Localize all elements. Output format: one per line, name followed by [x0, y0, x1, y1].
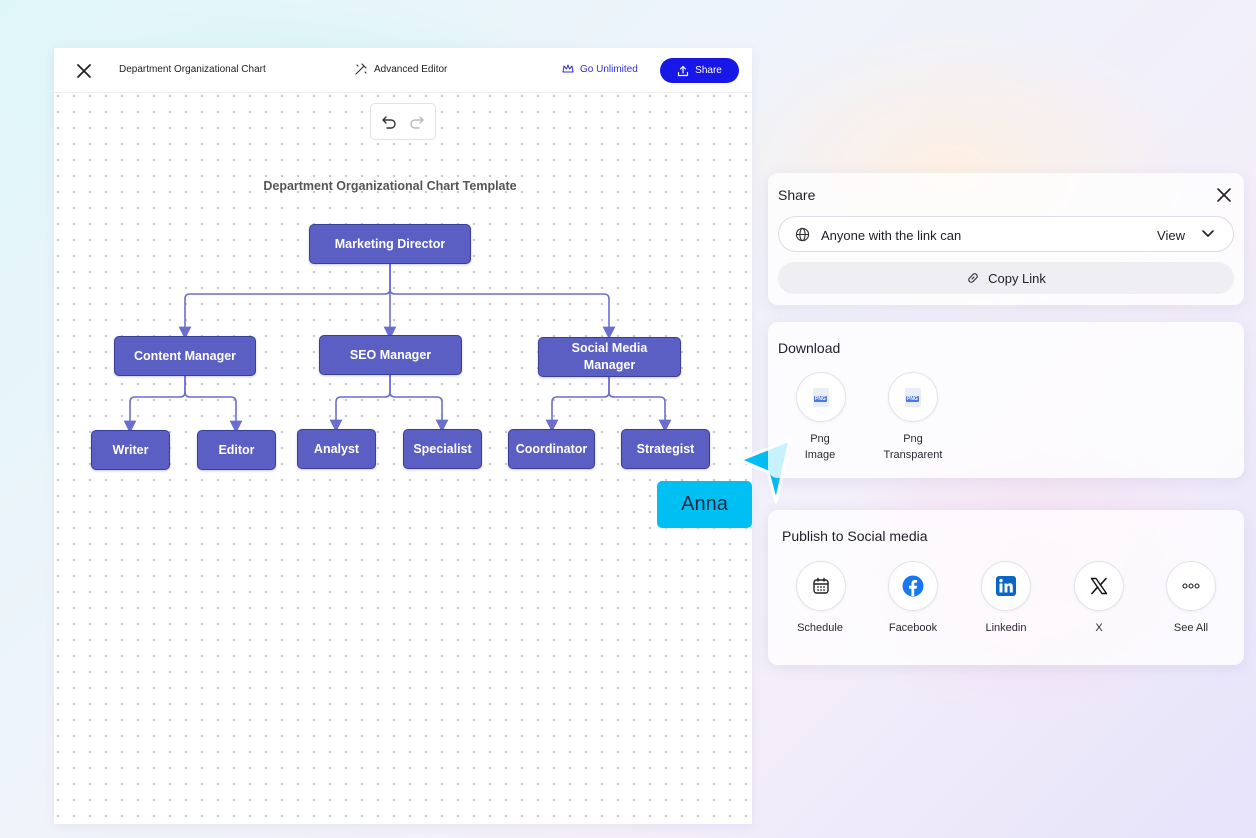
- globe-icon: [795, 227, 810, 242]
- node-editor[interactable]: Editor: [197, 430, 276, 470]
- linkedin-icon: [996, 576, 1016, 596]
- close-icon[interactable]: [1216, 187, 1232, 203]
- x-label: X: [1095, 622, 1103, 634]
- share-button[interactable]: Share: [660, 58, 739, 83]
- undo-icon[interactable]: [381, 115, 397, 129]
- link-access-level: View: [1157, 228, 1185, 243]
- editor-window: Department Organizational Chart Advanced…: [54, 48, 752, 824]
- png-file-icon: PNG: [813, 387, 829, 407]
- calendar-icon: [813, 577, 829, 594]
- png-image-label: Png Image: [804, 433, 836, 461]
- org-chart-connectors: [123, 264, 672, 434]
- x-button[interactable]: [1074, 561, 1124, 611]
- org-chart-title: Department Organizational Chart Template: [263, 179, 517, 193]
- see-all-label: See All: [1173, 622, 1209, 634]
- advanced-editor-button[interactable]: Advanced Editor: [354, 62, 447, 76]
- share-panel-title: Share: [778, 187, 816, 203]
- publish-social-title: Publish to Social media: [782, 528, 928, 544]
- copy-link-label: Copy Link: [988, 270, 1046, 286]
- undo-redo-group: [370, 103, 436, 140]
- share-button-label: Share: [695, 65, 722, 76]
- png-transparent-button[interactable]: PNG: [888, 372, 938, 422]
- x-icon: [1090, 577, 1108, 595]
- chevron-down-icon: [1202, 230, 1214, 237]
- magic-wand-icon: [355, 63, 367, 75]
- copy-link-button[interactable]: Copy Link: [778, 262, 1234, 294]
- node-seo-manager[interactable]: SEO Manager: [319, 335, 462, 375]
- png-image-button[interactable]: PNG: [796, 372, 846, 422]
- node-social-media-manager[interactable]: Social Media Manager: [538, 337, 681, 377]
- link-access-dropdown[interactable]: Anyone with the link can View: [778, 216, 1234, 252]
- editor-toolbar: Department Organizational Chart Advanced…: [54, 48, 752, 93]
- go-unlimited-label: Go Unlimited: [580, 63, 638, 75]
- upload-icon: [678, 65, 689, 76]
- share-panel: Share Anyone with the link can View Copy…: [768, 173, 1244, 305]
- see-all-button[interactable]: [1166, 561, 1216, 611]
- more-icon: [1182, 583, 1200, 589]
- facebook-icon: [902, 575, 924, 597]
- png-transparent-label: Png Transparent: [883, 433, 943, 461]
- node-content-manager[interactable]: Content Manager: [114, 336, 256, 376]
- node-strategist[interactable]: Strategist: [621, 429, 710, 469]
- png-file-icon: PNG: [905, 387, 921, 407]
- download-panel: Download PNG Png Image PNG Png Transpare…: [768, 322, 1244, 478]
- link-access-text: Anyone with the link can: [821, 228, 962, 243]
- node-coordinator[interactable]: Coordinator: [508, 429, 595, 469]
- download-panel-title: Download: [778, 340, 841, 356]
- linkedin-button[interactable]: [981, 561, 1031, 611]
- linkedin-label: Linkedin: [985, 622, 1027, 634]
- advanced-editor-label: Advanced Editor: [374, 63, 448, 75]
- facebook-button[interactable]: [888, 561, 938, 611]
- collaborator-name-tag: Anna: [657, 481, 752, 528]
- facebook-label: Facebook: [888, 622, 938, 634]
- schedule-label: Schedule: [797, 622, 843, 634]
- schedule-button[interactable]: [796, 561, 846, 611]
- document-title: Department Organizational Chart: [119, 64, 266, 75]
- node-marketing-director[interactable]: Marketing Director: [309, 224, 471, 264]
- node-specialist[interactable]: Specialist: [403, 429, 482, 469]
- node-analyst[interactable]: Analyst: [297, 429, 376, 469]
- crown-icon: [562, 64, 574, 73]
- redo-icon[interactable]: [409, 115, 425, 129]
- link-icon: [968, 273, 978, 283]
- publish-social-panel: Publish to Social media Schedule Faceboo…: [768, 510, 1244, 665]
- close-icon[interactable]: [74, 61, 94, 81]
- node-writer[interactable]: Writer: [91, 430, 170, 470]
- go-unlimited-button[interactable]: Go Unlimited: [562, 63, 638, 75]
